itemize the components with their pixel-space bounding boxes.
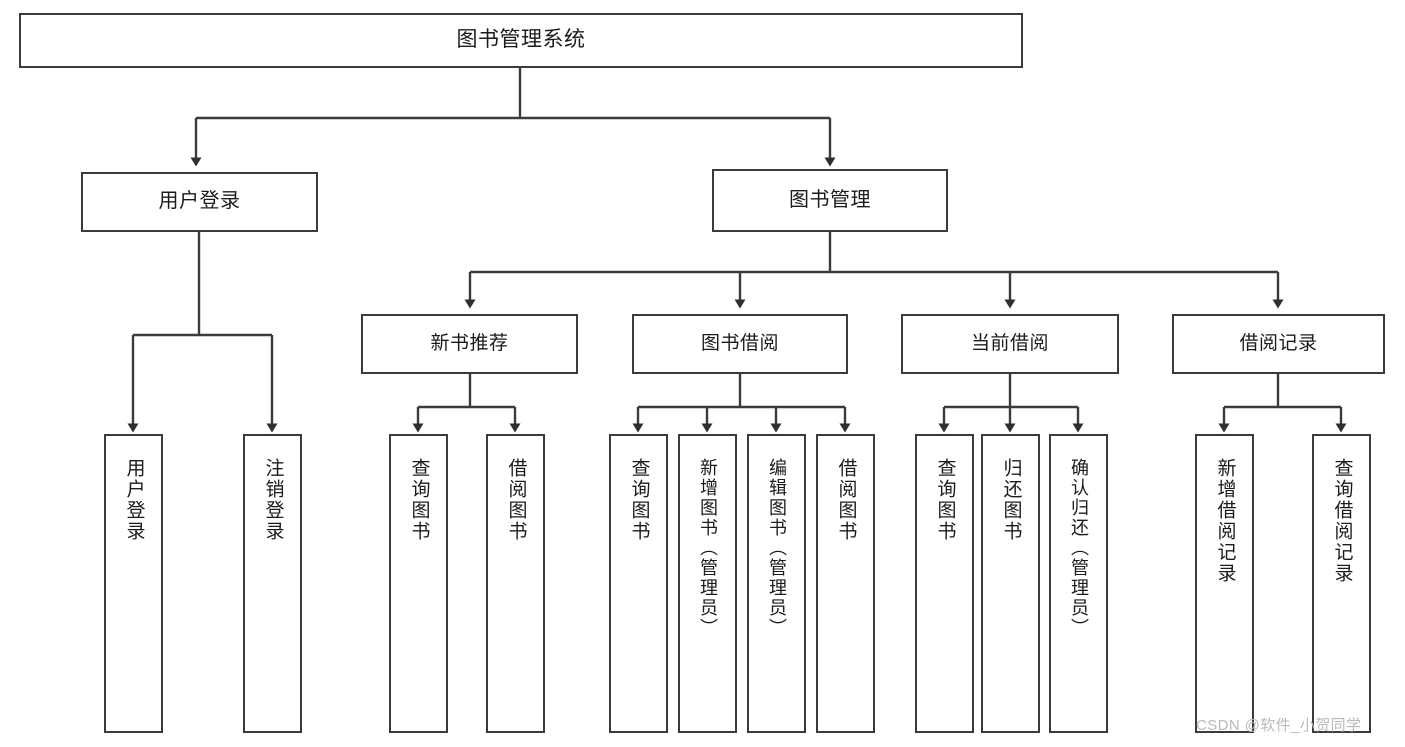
node-user-login[interactable]: 用户登录 <box>81 172 318 232</box>
node-current-borrowing[interactable]: 当前借阅 <box>901 314 1119 374</box>
node-label: 归还图书 <box>1000 458 1022 542</box>
node-label: 注销登录 <box>262 458 284 542</box>
node-leaf-query-book-3[interactable]: 查询图书 <box>915 434 974 733</box>
node-leaf-query-book-2[interactable]: 查询图书 <box>609 434 668 733</box>
node-label: 图书借阅 <box>700 332 779 354</box>
node-label: 用户登录 <box>158 190 241 213</box>
node-leaf-edit-book-admin[interactable]: 编辑图书（管理员） <box>747 434 806 733</box>
node-leaf-borrow-book-2[interactable]: 借阅图书 <box>816 434 875 733</box>
node-leaf-borrow-book-1[interactable]: 借阅图书 <box>486 434 545 733</box>
node-book-management[interactable]: 图书管理 <box>712 169 948 232</box>
node-leaf-user-login[interactable]: 用户登录 <box>104 434 163 733</box>
node-label: 编辑图书（管理员） <box>766 458 787 638</box>
node-label: 用户登录 <box>123 458 145 542</box>
node-label: 图书管理 <box>789 188 871 211</box>
node-leaf-confirm-return-admin[interactable]: 确认归还（管理员） <box>1049 434 1108 733</box>
node-leaf-query-borrow-record[interactable]: 查询借阅记录 <box>1312 434 1371 733</box>
node-leaf-logout-login[interactable]: 注销登录 <box>243 434 302 733</box>
node-label: 借阅记录 <box>1239 332 1318 354</box>
node-leaf-query-book-1[interactable]: 查询图书 <box>389 434 448 733</box>
node-borrowing-record[interactable]: 借阅记录 <box>1172 314 1385 374</box>
node-label: 查询图书 <box>408 458 430 542</box>
node-label: 图书管理系统 <box>456 28 586 52</box>
node-label: 新增图书（管理员） <box>697 458 718 638</box>
node-label: 借阅图书 <box>835 458 857 542</box>
node-label: 查询图书 <box>628 458 650 542</box>
node-label: 确认归还（管理员） <box>1068 458 1089 638</box>
node-label: 查询图书 <box>934 458 956 542</box>
node-book-borrowing[interactable]: 图书借阅 <box>632 314 848 374</box>
csdn-watermark: CSDN @软件_小贺同学 <box>1196 717 1362 734</box>
node-leaf-add-book-admin[interactable]: 新增图书（管理员） <box>678 434 737 733</box>
node-label: 当前借阅 <box>970 332 1049 354</box>
node-leaf-add-borrow-record[interactable]: 新增借阅记录 <box>1195 434 1254 733</box>
node-label: 新书推荐 <box>430 332 509 354</box>
node-label: 借阅图书 <box>505 458 527 542</box>
node-leaf-return-book[interactable]: 归还图书 <box>981 434 1040 733</box>
node-root-book-management-system[interactable]: 图书管理系统 <box>19 13 1023 68</box>
node-new-book-recommendation[interactable]: 新书推荐 <box>361 314 578 374</box>
node-label: 查询借阅记录 <box>1331 458 1353 584</box>
node-label: 新增借阅记录 <box>1214 458 1236 584</box>
